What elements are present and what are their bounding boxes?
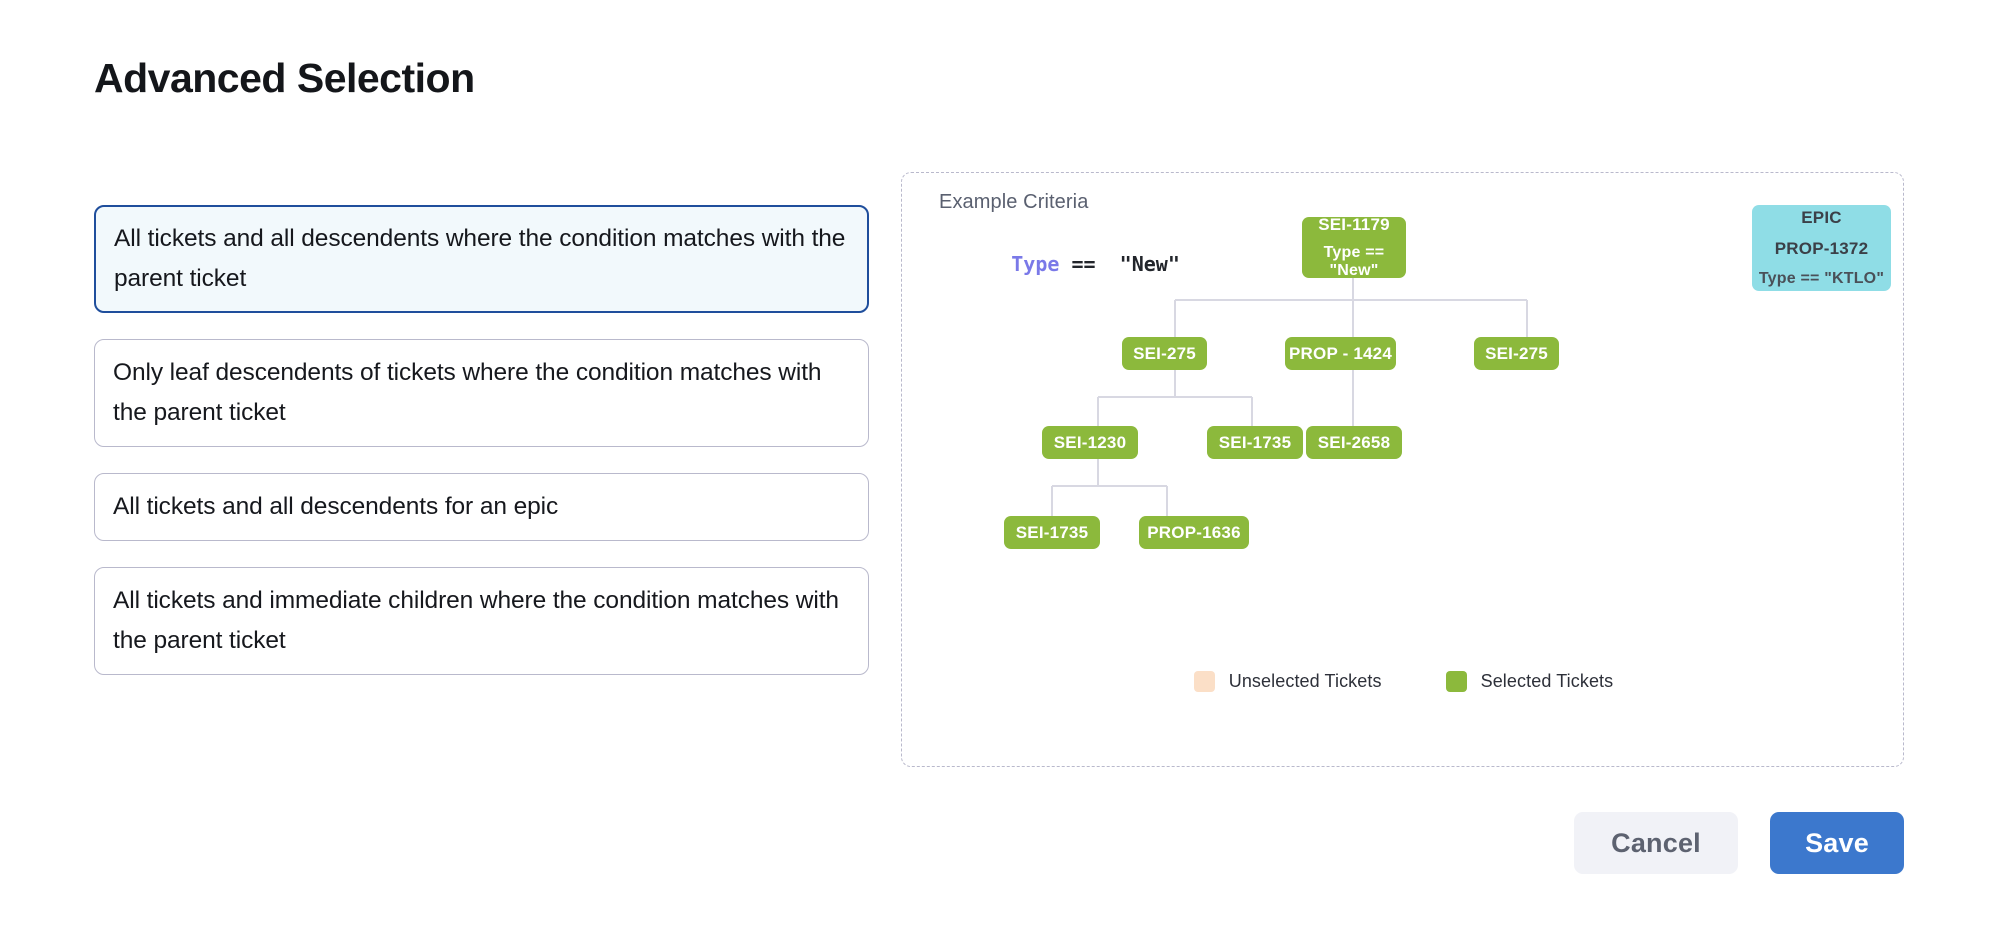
tree-node-id: PROP - 1424 [1289,343,1392,363]
tree-node-sei-1735-row4[interactable]: SEI-1735 [1004,516,1100,549]
selection-option-leaf-descendents[interactable]: Only leaf descendents of tickets where t… [94,339,869,447]
selected-ticket-swatch-icon [1445,671,1467,692]
tree-node-sei-275-right[interactable]: SEI-275 [1474,337,1559,370]
tree-node-prop-1424[interactable]: PROP - 1424 [1285,337,1396,370]
tree-node-id: PROP-1372 [1774,239,1869,258]
selection-options-list: All tickets and all descendents where th… [94,205,869,701]
selection-option-label: All tickets and immediate children where… [113,587,839,654]
unselected-ticket-swatch-icon [1193,671,1215,692]
selection-option-label: Only leaf descendents of tickets where t… [113,359,822,426]
tree-node-root[interactable]: SEI-1179 Type == "New" [1302,215,1406,279]
selection-option-immediate-children[interactable]: All tickets and immediate children where… [94,567,869,675]
ticket-tree: SEI-1179 Type == "New" EPIC PROP-1372 Ty… [902,173,1905,768]
legend-label: Unselected Tickets [1228,671,1382,691]
tree-node-prop-1636[interactable]: PROP-1636 [1139,516,1249,549]
tree-node-kind: EPIC [1801,208,1842,227]
selection-option-epic-descendents[interactable]: All tickets and all descendents for an e… [94,473,869,541]
tree-node-meta: Type == "New" [1323,244,1385,279]
tree-node-sei-1735-row3[interactable]: SEI-1735 [1207,426,1303,459]
tree-connectors [1051,278,1528,516]
tree-node-sei-2658[interactable]: SEI-2658 [1306,426,1402,459]
dialog-footer: Cancel Save [1574,812,1904,874]
tree-node-id: SEI-1735 [1015,522,1089,542]
tree-node-id: SEI-1179 [1318,215,1390,234]
criteria-value: "New" [1119,252,1180,276]
criteria-operator: == [1071,252,1096,276]
tree-node-id: SEI-2658 [1317,432,1391,452]
save-button[interactable]: Save [1770,812,1904,874]
tree-node-id: SEI-1230 [1053,432,1127,452]
tree-node-id: SEI-275 [1133,343,1196,363]
tree-node-sei-1230[interactable]: SEI-1230 [1042,426,1138,459]
tree-legend: Unselected Tickets Selected Tickets [902,671,1905,692]
criteria-expression: Type == "New" [939,228,1180,300]
selection-option-all-descendents[interactable]: All tickets and all descendents where th… [94,205,869,313]
tree-node-id: SEI-275 [1485,343,1548,363]
tree-node-id: PROP-1636 [1147,522,1241,542]
tree-node-sei-275-left[interactable]: SEI-275 [1122,337,1207,370]
cancel-button[interactable]: Cancel [1574,812,1738,874]
page-title: Advanced Selection [94,55,475,101]
criteria-title: Example Criteria [939,191,1089,213]
tree-node-epic[interactable]: EPIC PROP-1372 Type == "KTLO" [1752,205,1891,291]
tree-node-id: SEI-1735 [1218,432,1292,452]
selection-option-label: All tickets and all descendents where th… [114,225,846,292]
legend-label: Selected Tickets [1480,671,1614,691]
tree-node-meta: Type == "KTLO" [1758,270,1885,287]
criteria-field: Type [1011,252,1060,276]
legend-item-selected: Selected Tickets [1445,671,1614,692]
example-diagram-panel: Example Criteria Type == "New" [901,172,1904,767]
selection-option-label: All tickets and all descendents for an e… [113,493,559,520]
legend-item-unselected: Unselected Tickets [1193,671,1382,692]
